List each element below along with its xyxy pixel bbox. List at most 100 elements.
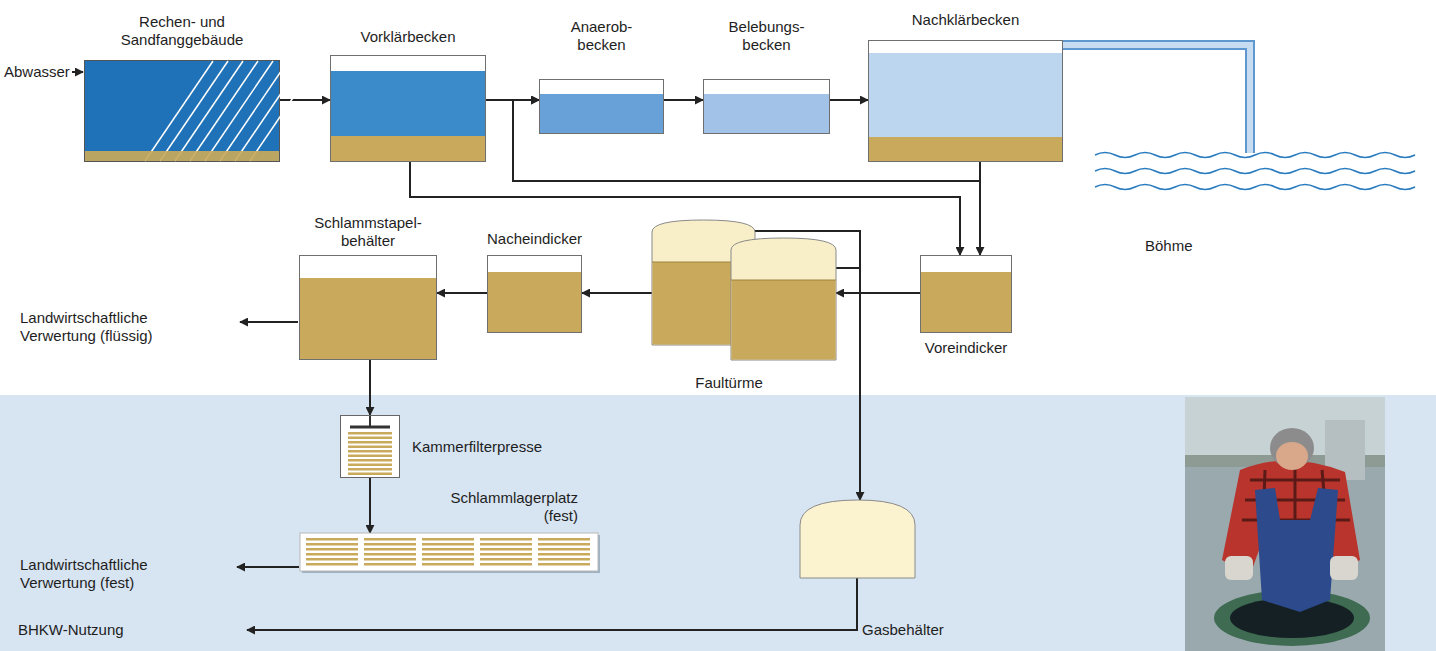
node-label: Schlammlagerplatz (fest)	[428, 489, 578, 525]
tank: Nachklärbecken	[868, 40, 1063, 162]
sludge-storage-area	[480, 563, 532, 566]
outflow-arrow	[237, 566, 299, 568]
sludge-storage-area	[538, 563, 590, 566]
screen-drawing	[235, 61, 303, 161]
sludge-storage-area	[538, 548, 590, 551]
node-label: Voreindicker	[925, 339, 1008, 357]
node-label: Nacheindicker	[487, 230, 582, 248]
sludge-storage-area	[480, 558, 532, 561]
tank-headspace	[704, 80, 829, 94]
filter-press	[369, 416, 371, 427]
gas-holder	[800, 500, 915, 578]
river-waves	[1095, 169, 1415, 174]
inflow-label: Abwasser	[4, 63, 70, 81]
inflow-arrow	[72, 71, 83, 73]
thickener-tank: Nacheindicker	[487, 255, 582, 333]
sludge-storage-area	[538, 543, 590, 546]
thickener-tank: Voreindicker	[920, 255, 1012, 333]
node-label: Kammerfilterpresse	[412, 438, 542, 456]
screen-drawing	[175, 61, 243, 161]
filter-press	[348, 450, 392, 453]
filter-press	[348, 459, 392, 462]
sludge-storage-area	[538, 538, 590, 541]
screen-drawing	[205, 61, 273, 161]
outflow-label: BHKW-Nutzung	[18, 621, 124, 639]
sludge-storage-area	[364, 563, 416, 566]
sludge-storage-area	[364, 548, 416, 551]
tank-headspace	[869, 41, 1062, 53]
pipe-connector	[664, 99, 703, 101]
outfall-pipe	[1063, 45, 1250, 153]
digester-towers	[731, 280, 836, 281]
tank-headspace	[921, 256, 1011, 272]
tank: Belebungs- becken	[703, 79, 830, 134]
node-label: Böhme	[1145, 237, 1193, 255]
sludge-storage-area	[538, 558, 590, 561]
node-label: Rechen- und Sandfanggebäude	[107, 13, 257, 49]
photo	[1225, 556, 1253, 580]
outflow-label: Landwirtschaftliche Verwertung (flüssig)	[20, 309, 200, 345]
node-label: Belebungs- becken	[719, 18, 814, 54]
filter-press	[341, 416, 400, 478]
sludge-storage-area	[364, 543, 416, 546]
sludge-storage-area	[306, 548, 358, 551]
sludge-storage-area	[306, 543, 358, 546]
sludge-storage-area	[480, 548, 532, 551]
sludge-storage-area	[306, 563, 358, 566]
pipe-connector	[836, 268, 860, 500]
gas-holder: Gasbehälter	[800, 500, 915, 578]
filter-press	[348, 468, 392, 471]
storage-area: Schlammlagerplatz (fest)	[300, 533, 600, 573]
filter-press	[348, 432, 392, 435]
river-waves	[1095, 145, 1385, 207]
sludge-storage-area	[300, 533, 598, 571]
tank: Vorklärbecken	[330, 55, 486, 162]
tank: Anaerob- becken	[539, 79, 664, 134]
sludge-storage-area	[422, 538, 474, 541]
river-waves	[1095, 153, 1415, 158]
outflow-label: Landwirtschaftliche Verwertung (fest)	[20, 556, 200, 592]
sludge-storage-area	[480, 553, 532, 556]
pipe-connector	[836, 292, 920, 294]
pipe-connector	[437, 292, 487, 294]
sludge-layer	[331, 136, 485, 161]
sludge-layer	[869, 137, 1062, 161]
node-label: Schlammstapel- behälter	[302, 214, 434, 250]
photo	[1276, 442, 1308, 470]
screen-drawing	[85, 151, 279, 161]
outflow-arrow	[240, 321, 298, 323]
sludge-storage-area	[480, 538, 532, 541]
filter-press	[348, 441, 392, 444]
screen-drawing	[145, 61, 213, 161]
sludge-storage-area	[306, 553, 358, 556]
digester-towers: Faultürme	[652, 220, 836, 360]
screen-drawing	[220, 61, 288, 161]
sludge-storage-area	[480, 543, 532, 546]
digester-towers	[732, 280, 836, 360]
photo	[1255, 488, 1338, 612]
pipe-connector	[979, 162, 981, 255]
screen-drawing	[160, 61, 228, 161]
pipe-connector	[280, 99, 330, 101]
tank-headspace	[488, 256, 581, 272]
sludge-storage-area	[364, 558, 416, 561]
filter-press: Kammerfilterpresse	[340, 415, 400, 478]
sludge-storage-area	[364, 538, 416, 541]
node-label: Faultürme	[695, 374, 763, 392]
node-label: Vorklärbecken	[360, 28, 455, 46]
river-waves	[1095, 185, 1415, 190]
gas-outflow-arrow	[247, 578, 857, 630]
node-label: Nachklärbecken	[912, 11, 1020, 29]
pipe-connector	[369, 478, 371, 533]
node-label: Gasbehälter	[862, 621, 944, 639]
outfall-pipe	[1063, 45, 1250, 153]
photo	[1185, 397, 1385, 651]
tank-headspace	[540, 80, 663, 94]
sludge-storage-area	[422, 558, 474, 561]
sludge-storage-area	[364, 553, 416, 556]
screen-drawing	[190, 61, 258, 161]
screen-building: Rechen- und Sandfanggebäude	[84, 60, 280, 162]
filter-press	[348, 464, 392, 467]
river: Böhme	[1095, 145, 1385, 207]
